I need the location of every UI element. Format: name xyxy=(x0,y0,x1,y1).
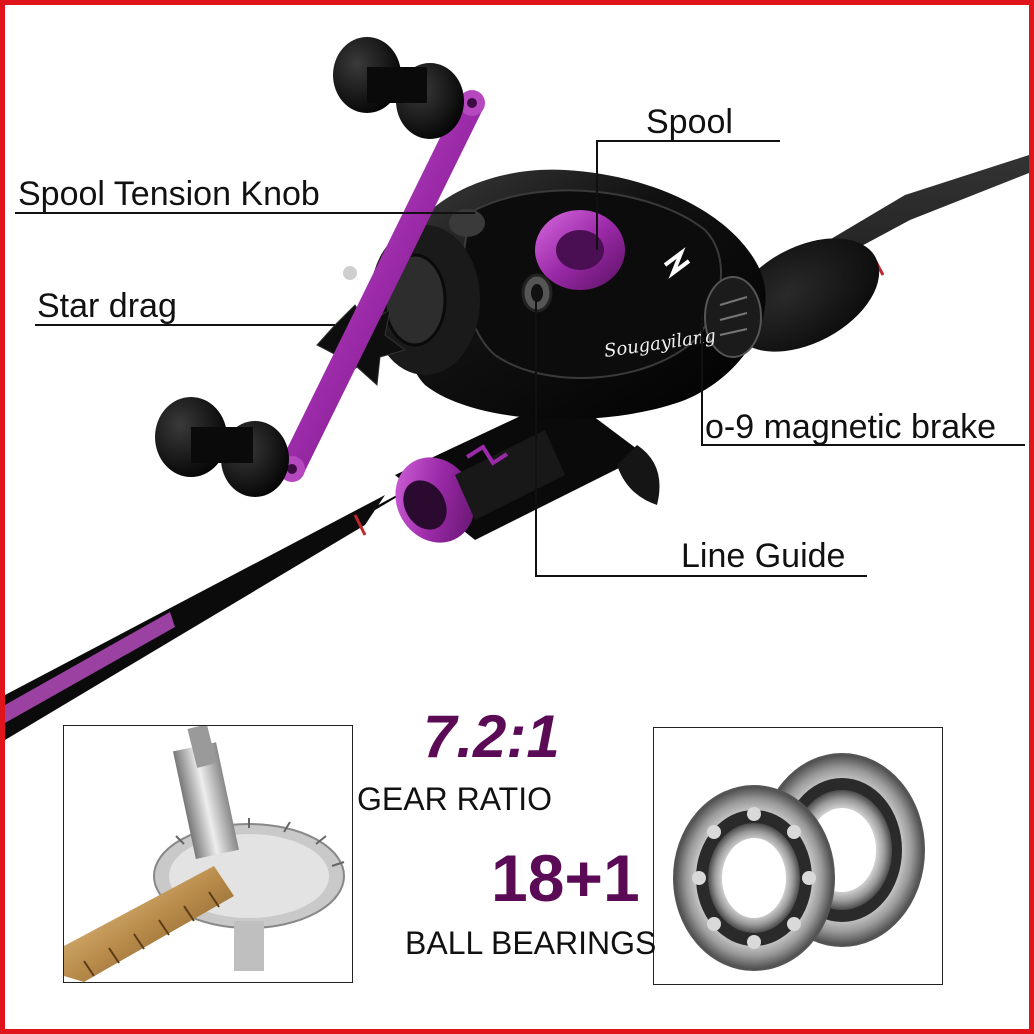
reel-seat xyxy=(395,395,660,543)
callout-star-drag: Star drag xyxy=(37,287,177,325)
bearing-small xyxy=(673,785,835,971)
callout-spool-tension-knob: Spool Tension Knob xyxy=(18,175,320,213)
callout-line-guide: Line Guide xyxy=(681,537,846,575)
callout-lines xyxy=(15,140,1025,577)
bearings-detail-image xyxy=(653,727,943,985)
spool-tension-knob xyxy=(449,209,485,237)
rod xyxy=(5,155,1029,740)
handle-knob-top xyxy=(333,37,464,139)
callout-spool: Spool xyxy=(646,103,733,141)
handle-assembly xyxy=(155,37,485,497)
gear-detail-image xyxy=(63,725,353,983)
gear-illustration xyxy=(64,726,345,982)
gear-ratio-value: 7.2:1 xyxy=(423,703,560,770)
bearings-illustration xyxy=(673,753,925,971)
reel-body: Sougayilang xyxy=(398,169,766,420)
reel-and-rod-illustration: Sougayilang xyxy=(5,37,1029,740)
rod-grip xyxy=(730,238,880,352)
callout-magnetic-brake: o-9 magnetic brake xyxy=(705,408,997,446)
gear-ratio-label: GEAR RATIO xyxy=(357,781,552,817)
handle-arm xyxy=(280,97,483,475)
handle-knob-bottom xyxy=(155,397,289,497)
bearings-value: 18+1 xyxy=(491,841,640,915)
bearings-label: BALL BEARINGS xyxy=(405,925,657,961)
